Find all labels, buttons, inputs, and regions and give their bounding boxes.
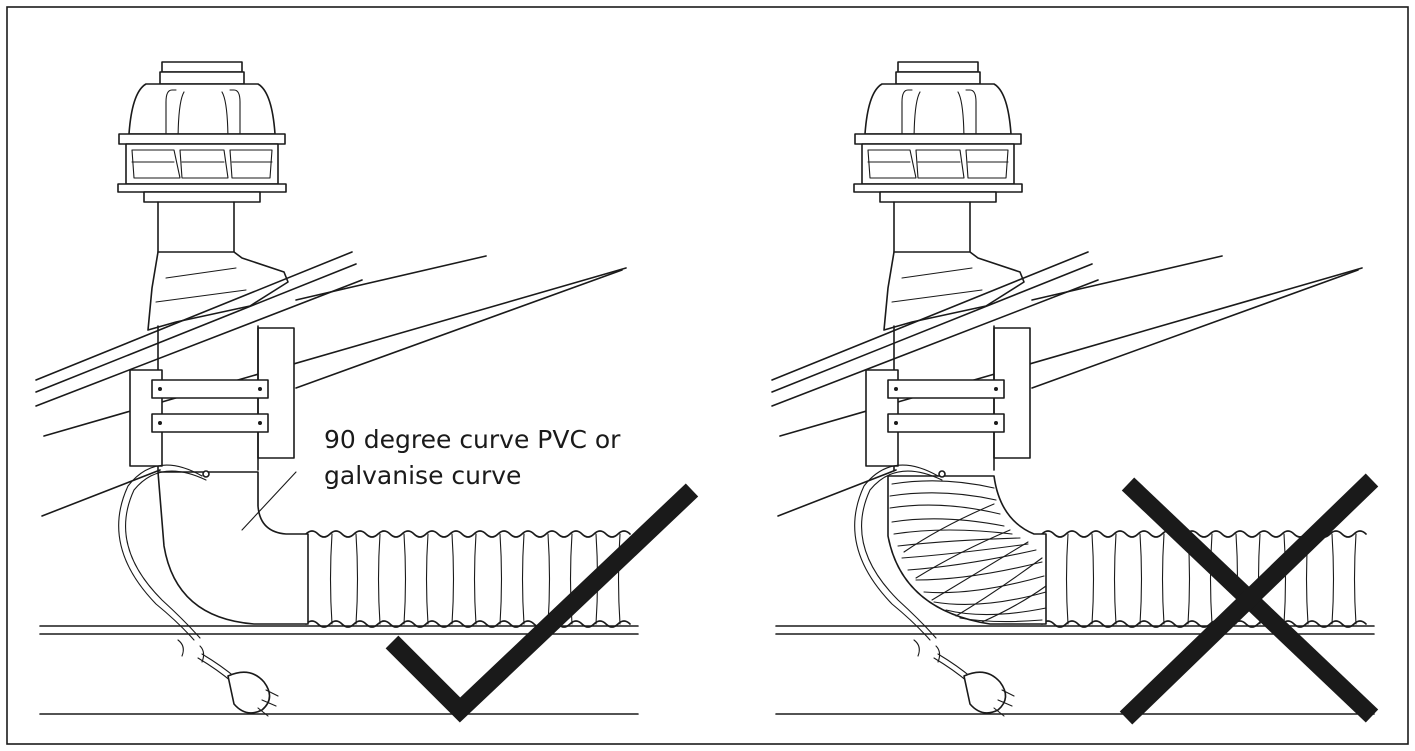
left-panel: 90 degree curve PVC or galvanise curve [35,61,699,723]
roof-fan-unit [853,61,1023,203]
cross-mark-stroke-2 [1119,473,1379,725]
diagram-border [6,6,1409,745]
corrugated-duct [305,530,631,628]
right-panel [771,61,1379,725]
rigid-90-degree-curve [157,471,309,625]
check-mark-icon [385,483,699,723]
diagram-canvas: 90 degree curve PVC or galvanise curve [6,6,1409,745]
roof-fan-unit [117,61,287,203]
annotation-leader-line [241,471,297,531]
annotation-line-1: 90 degree curve PVC or [324,425,621,454]
annotation-line-2: galvanise curve [324,461,521,490]
flexible-duct-bend [887,475,1047,625]
